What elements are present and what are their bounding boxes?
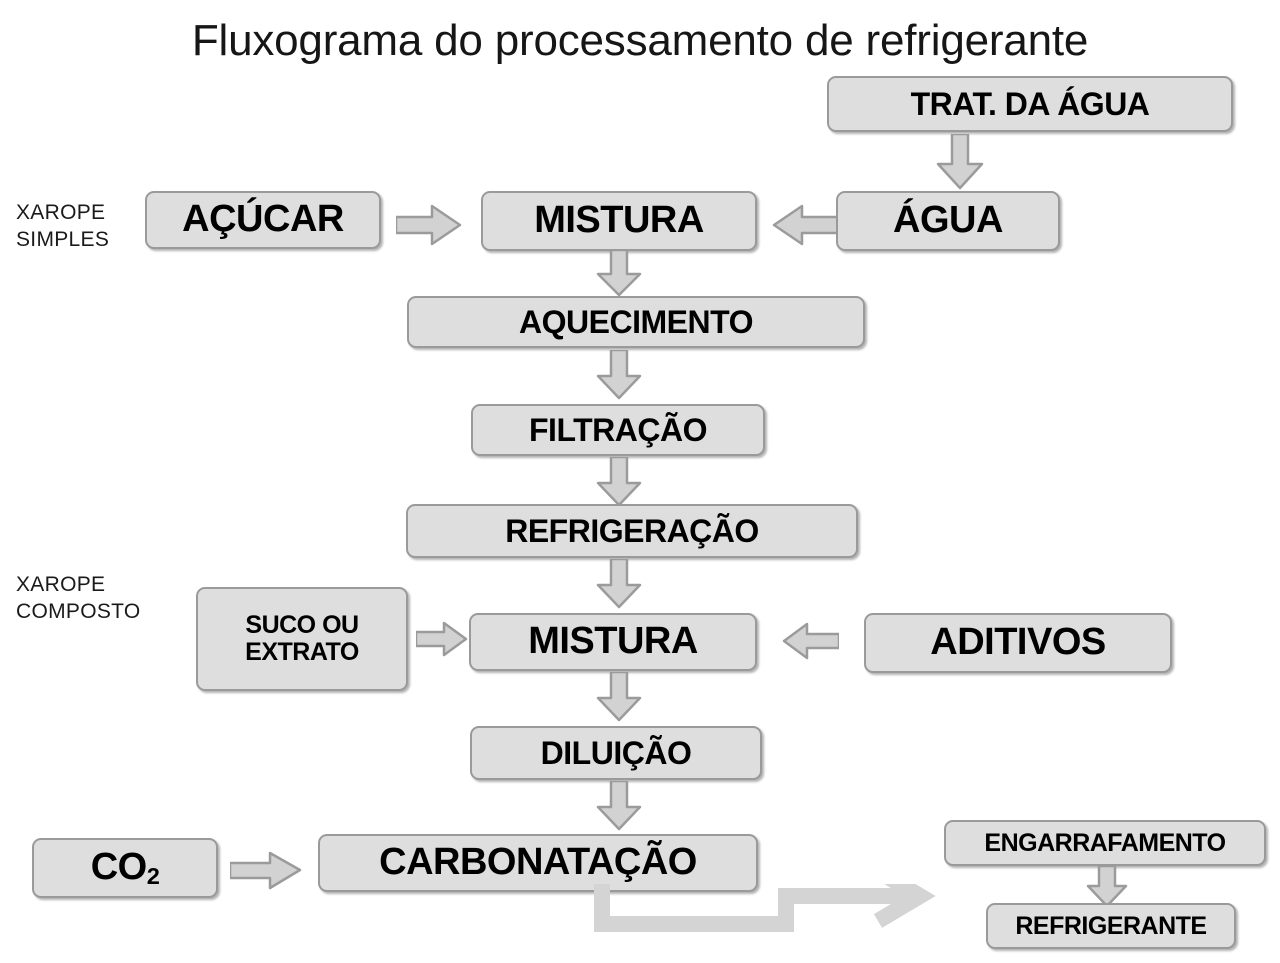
arrow-engarrafamento-to-refrigerante [1084, 866, 1130, 908]
caption-xarope-composto: XAROPE COMPOSTO [16, 573, 141, 623]
arrow-mistura-1-to-aquecimento [592, 250, 646, 297]
node-co2[interactable]: CO2 [32, 838, 218, 898]
node-aquecimento[interactable]: AQUECIMENTO [407, 296, 865, 348]
arrow-filtracao-to-refrigeracao [592, 457, 646, 507]
node-engarrafamento[interactable]: ENGARRAFAMENTO [944, 820, 1266, 866]
arrow-refrigeracao-to-mistura-2 [592, 559, 646, 609]
node-mistura-2[interactable]: MISTURA [469, 613, 757, 671]
arrow-co2-to-carbonatacao [230, 851, 302, 891]
node-carbonatacao[interactable]: CARBONATAÇÃO [318, 834, 758, 892]
node-mistura-1[interactable]: MISTURA [481, 191, 757, 251]
arrow-agua-to-mistura-1 [772, 204, 838, 246]
node-aditivos[interactable]: ADITIVOS [864, 613, 1172, 673]
node-agua[interactable]: ÁGUA [836, 191, 1060, 251]
connector-carbonatacao-to-engarrafamento [590, 884, 940, 936]
node-diluicao[interactable]: DILUIÇÃO [470, 726, 762, 780]
node-filtracao[interactable]: FILTRAÇÃO [471, 404, 765, 456]
arrow-aditivos-to-mistura-2 [781, 622, 839, 660]
caption-xarope-simples: XAROPE SIMPLES [16, 201, 110, 251]
node-refrigerante[interactable]: REFRIGERANTE [986, 903, 1236, 949]
arrow-diluicao-to-carbonatacao [592, 781, 646, 831]
node-refrigeracao[interactable]: REFRIGERAÇÃO [406, 504, 858, 558]
arrow-mistura-2-to-diluicao [592, 672, 646, 722]
arrow-aquecimento-to-filtracao [592, 350, 646, 400]
node-co2-label: CO2 [90, 845, 160, 889]
page-title: Fluxograma do processamento de refrigera… [191, 16, 1089, 65]
node-trat-da-agua[interactable]: TRAT. DA ÁGUA [827, 76, 1233, 132]
node-acucar[interactable]: AÇÚCAR [145, 191, 381, 249]
node-suco-ou-extrato[interactable]: SUCO OU EXTRATO [196, 587, 408, 691]
arrow-acucar-to-mistura-1 [396, 204, 462, 246]
arrow-trat-da-agua-to-agua [932, 134, 988, 190]
arrow-suco-to-mistura-2 [416, 621, 468, 657]
